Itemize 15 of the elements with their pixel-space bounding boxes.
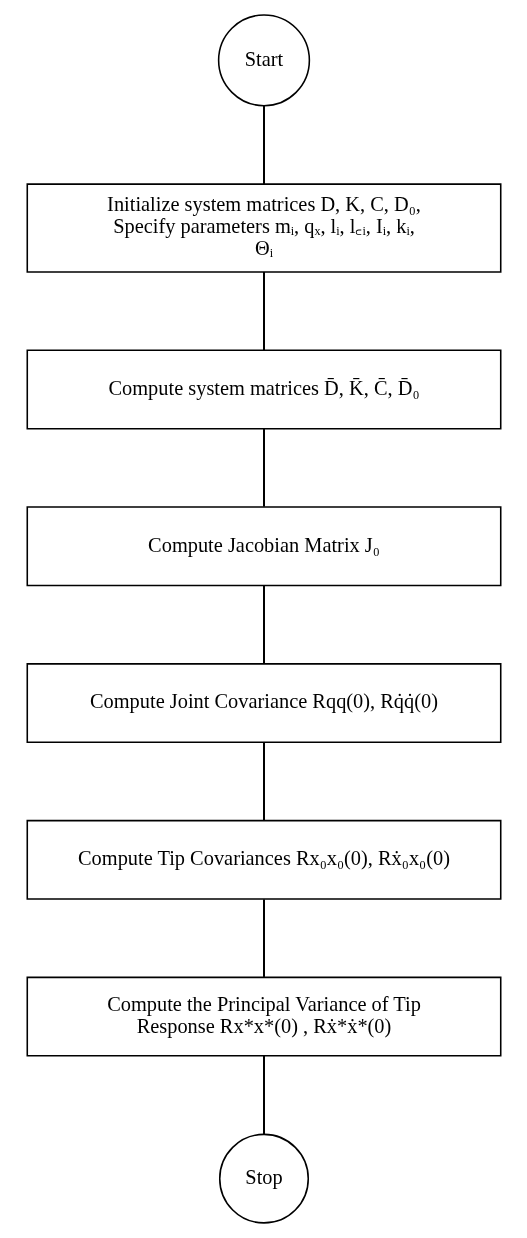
connector — [262, 742, 265, 821]
node-circle: Stop — [218, 1133, 309, 1224]
node-box: Initialize system matrices D, K, C, D₀, Specify parameters mᵢ, qₓ, lᵢ, l꜀ᵢ, Iᵢ, kᵢ, Θᵢ — [26, 183, 501, 273]
node-box: Compute Joint Covariance Rqq(0), Rq̇q̇(0) — [26, 663, 501, 743]
connector — [262, 106, 265, 184]
node-box: Compute Tip Covariances Rx₀x₀(0), Rẋ₀x₀(0) — [26, 819, 501, 900]
connector — [262, 429, 265, 507]
connector — [262, 899, 265, 977]
node-box: Compute the Principal Variance of Tip Response Rx*x*(0) , Rẋ*ẋ*(0) — [26, 976, 501, 1057]
node-box: Compute Jacobian Matrix J₀ — [26, 506, 501, 587]
node-box: Compute system matrices D̄, K̄, C̄, D̄₀ — [26, 349, 501, 430]
node-circle: Start — [217, 14, 310, 107]
connector — [262, 1055, 265, 1135]
connector — [262, 585, 265, 664]
connector — [262, 272, 265, 351]
